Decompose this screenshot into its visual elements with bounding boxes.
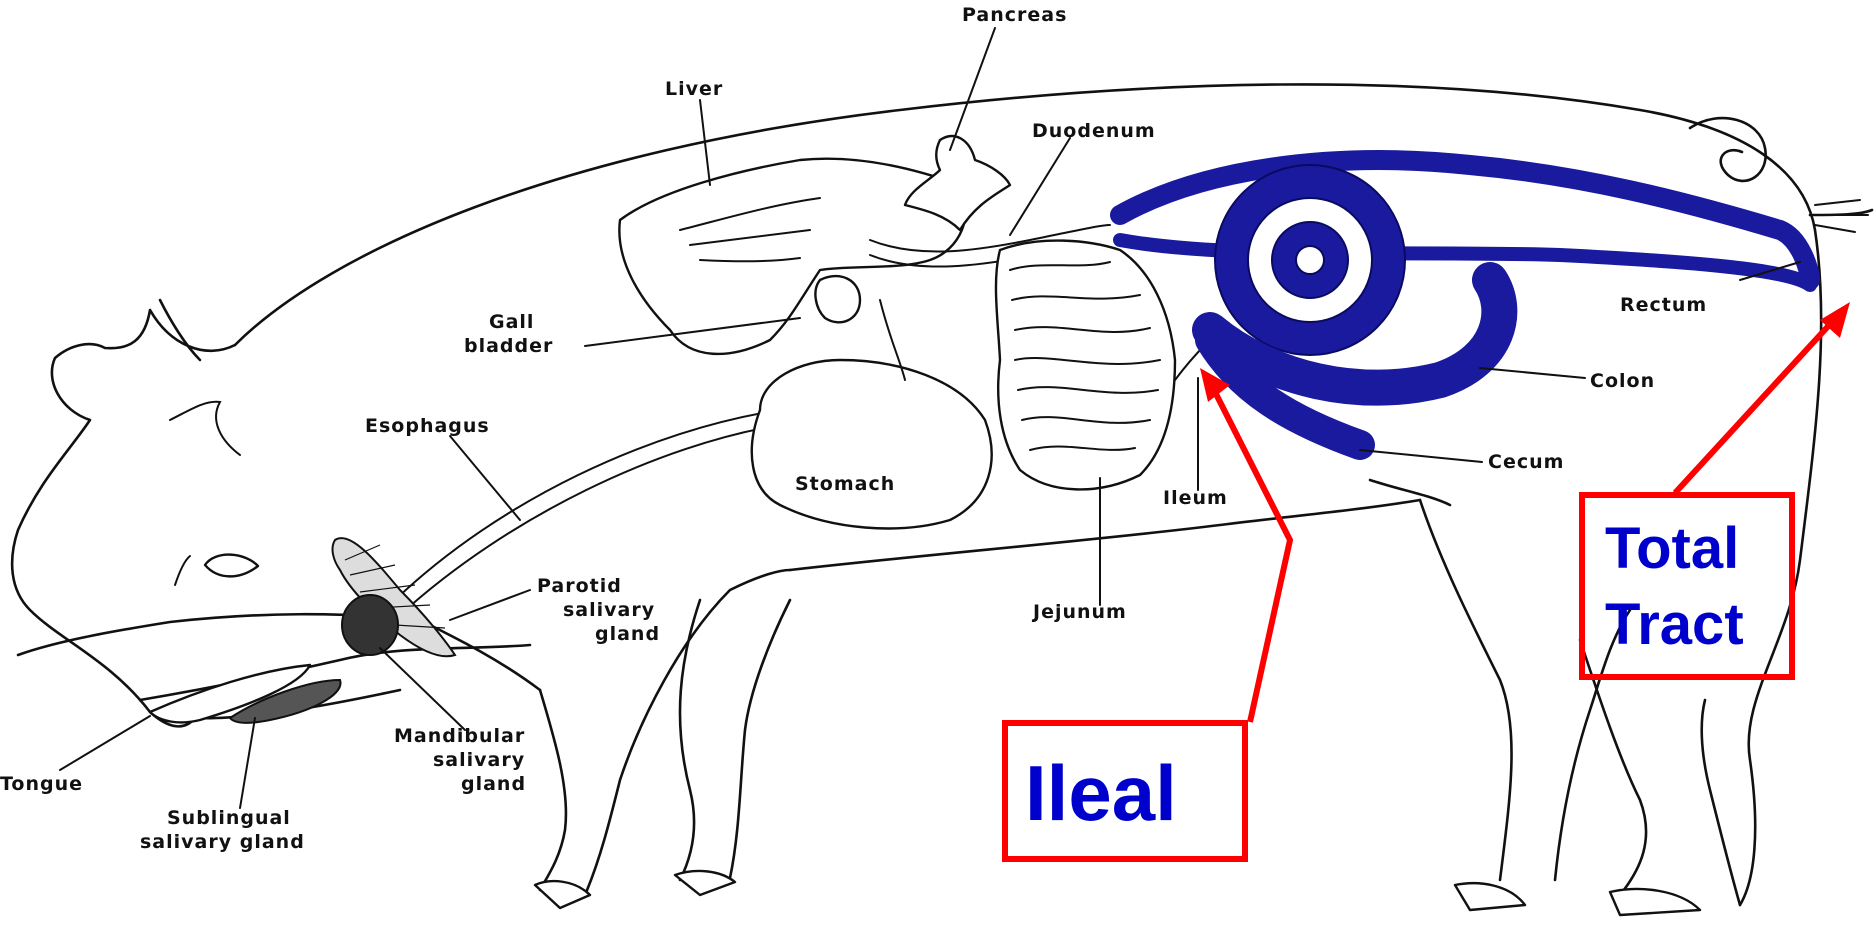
label-mandibular-2: salivary <box>433 749 525 771</box>
jejunum <box>996 241 1175 490</box>
label-ileum: Ileum <box>1163 487 1228 509</box>
label-cecum: Cecum <box>1488 451 1564 473</box>
label-gall-1: Gall <box>489 311 534 333</box>
label-esophagus: Esophagus <box>365 415 490 437</box>
gall-bladder <box>815 276 860 322</box>
label-jejunum: Jejunum <box>1031 601 1127 623</box>
label-sublingual-1: Sublingual <box>167 807 291 829</box>
label-pancreas: Pancreas <box>962 4 1067 26</box>
label-parotid-3: gland <box>595 623 660 645</box>
total-tract-arrow-line <box>1675 322 1832 493</box>
label-colon: Colon <box>1590 370 1655 392</box>
label-mandibular-1: Mandibular <box>394 725 525 747</box>
liver <box>619 159 966 354</box>
ileal-arrow-line <box>1212 386 1290 722</box>
label-rectum: Rectum <box>1620 294 1707 316</box>
total-tract-text-2: Tract <box>1605 592 1744 657</box>
total-tract-text-1: Total <box>1605 516 1739 581</box>
label-mandibular-3: gland <box>461 773 526 795</box>
label-tongue: Tongue <box>0 773 83 795</box>
label-parotid-1: Parotid <box>537 575 622 597</box>
label-duodenum: Duodenum <box>1032 120 1156 142</box>
label-parotid-2: salivary <box>563 599 655 621</box>
label-sublingual-2: salivary gland <box>140 831 305 853</box>
ileal-text: Ileal <box>1025 749 1177 837</box>
label-stomach: Stomach <box>795 473 895 495</box>
label-gall-2: bladder <box>464 335 553 357</box>
mandibular-gland <box>342 595 398 655</box>
label-liver: Liver <box>665 78 723 100</box>
